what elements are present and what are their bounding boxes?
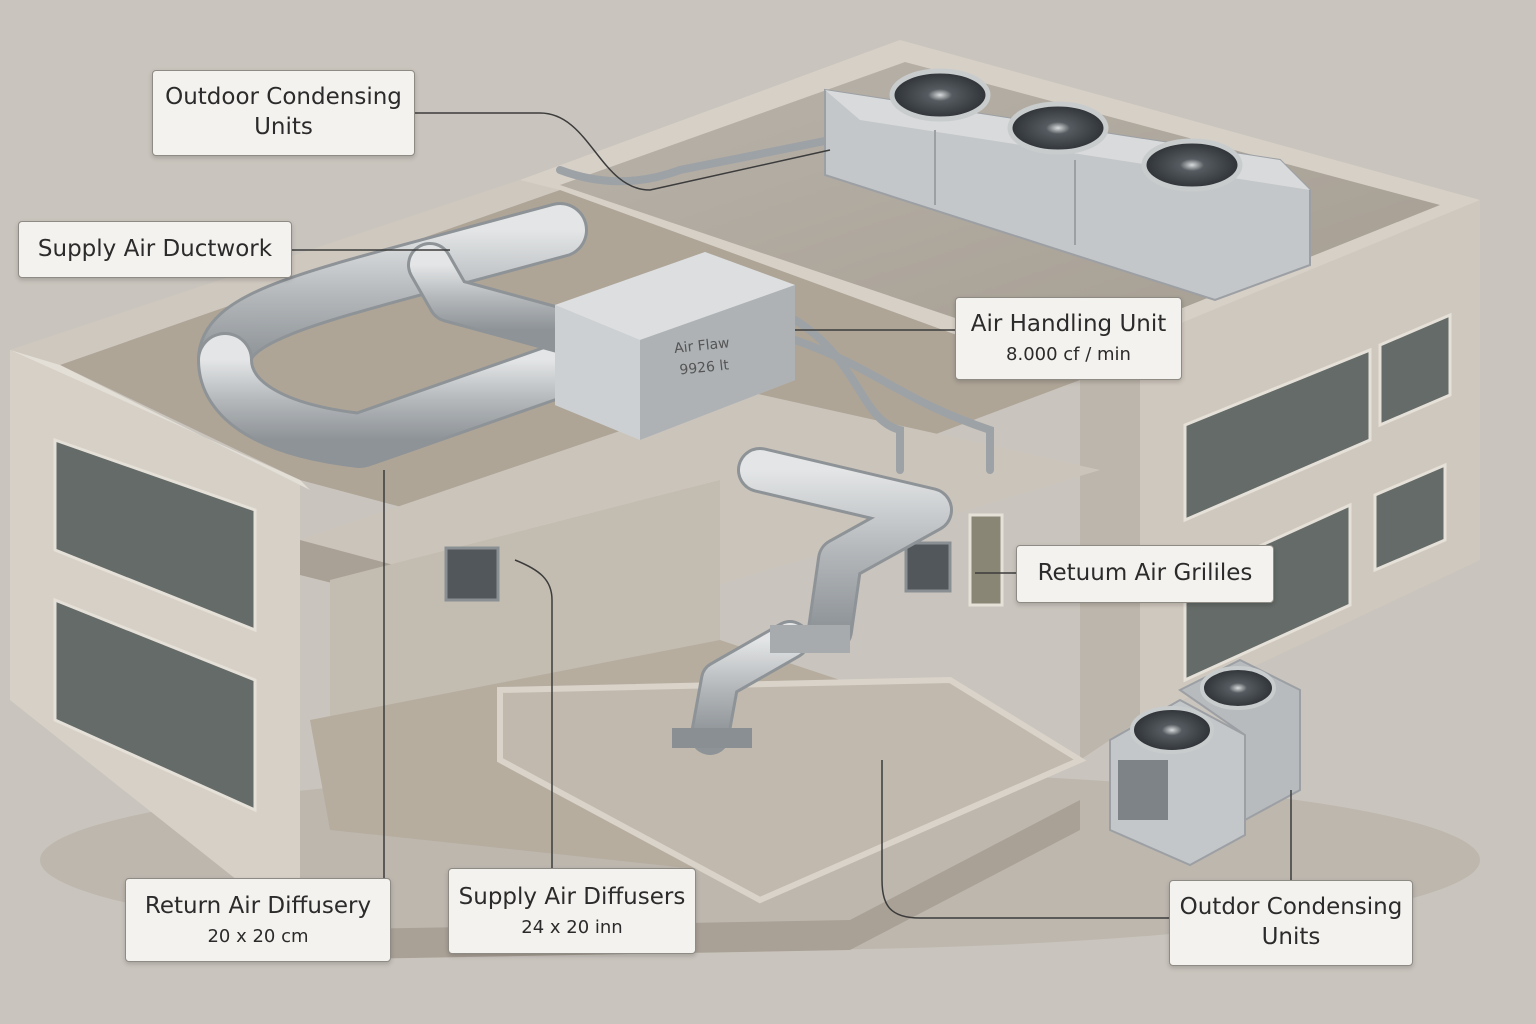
ahu-box bbox=[555, 252, 795, 440]
callout-title: Outdoor Condensing Units bbox=[165, 84, 402, 140]
leader-supply-diffusers bbox=[514, 559, 553, 868]
callout-subtitle: 20 x 20 cm bbox=[207, 925, 309, 947]
rooftop-condensers bbox=[824, 68, 1311, 302]
door-opening bbox=[968, 513, 1004, 607]
leader-lines bbox=[292, 112, 1292, 919]
callout-title: Supply Air Ductwork bbox=[37, 235, 273, 262]
callout-outdoor-condensing-top: Outdoor Condensing Units bbox=[152, 70, 415, 156]
callout-title: Return Air Diffusery bbox=[144, 892, 372, 919]
callout-return-air-grilles: Retuum Air Grililes bbox=[1016, 545, 1274, 603]
callout-subtitle: 24 x 20 inn bbox=[521, 916, 623, 938]
callout-supply-air-diffusers: Supply Air Diffusers 24 x 20 inn bbox=[448, 868, 696, 954]
left-windows bbox=[53, 437, 257, 813]
ground-condensers bbox=[1109, 658, 1301, 867]
return-grille-right bbox=[904, 541, 952, 593]
callout-title: Retuum Air Grililes bbox=[1037, 560, 1253, 587]
step-platform bbox=[497, 676, 1087, 904]
return-grille-left bbox=[444, 546, 500, 602]
callout-return-air-diffusers: Return Air Diffusery 20 x 20 cm bbox=[125, 878, 391, 962]
duct-collar bbox=[770, 625, 850, 653]
refrigerant-pipes bbox=[556, 136, 994, 474]
callout-title: Air Handling Unit bbox=[970, 311, 1167, 338]
base-slab bbox=[300, 800, 1080, 960]
leader-outdoor-bottom bbox=[881, 760, 1170, 919]
supply-diffuser bbox=[672, 728, 752, 748]
supply-ductwork bbox=[197, 202, 953, 755]
leader-outdoor-top bbox=[415, 112, 831, 191]
callout-title: Outdor Condensing Units bbox=[1179, 894, 1403, 950]
callout-title: Supply Air Diffusers bbox=[458, 883, 686, 910]
callout-air-handling-unit: Air Handling Unit 8.000 cf / min bbox=[955, 297, 1182, 380]
right-windows-upper bbox=[1183, 312, 1452, 523]
callout-subtitle: 8.000 cf / min bbox=[1006, 344, 1131, 366]
callout-supply-air-ductwork: Supply Air Ductwork bbox=[18, 221, 292, 278]
callout-outdoor-condensing-bottom: Outdor Condensing Units bbox=[1169, 880, 1413, 966]
